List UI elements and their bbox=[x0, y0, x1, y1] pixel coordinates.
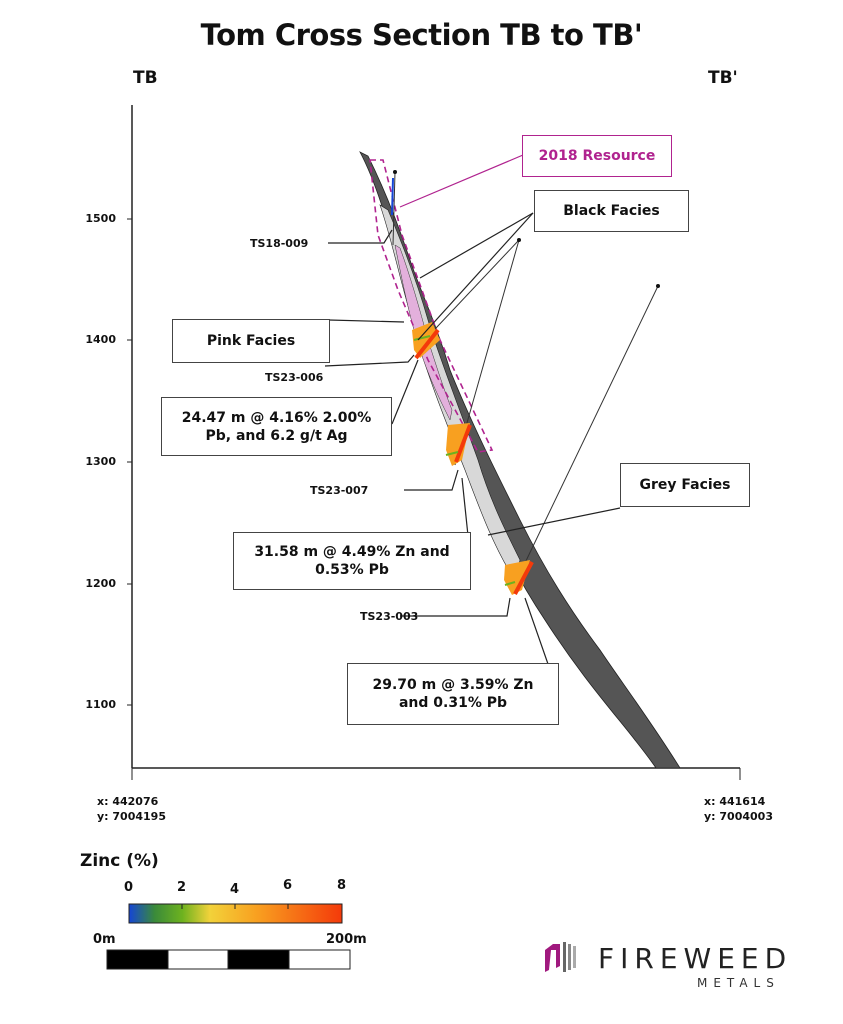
assay-intercept-ts23-006 bbox=[412, 322, 440, 360]
y-tick-1500: 1500 bbox=[85, 212, 116, 225]
legend-title: Zinc (%) bbox=[80, 851, 159, 871]
legend-tick-8: 8 bbox=[337, 878, 347, 893]
logo-subtitle: METALS bbox=[697, 976, 780, 990]
figure-title: Tom Cross Section TB to TB' bbox=[200, 18, 643, 52]
drillhole-label-ts18-009: TS18-009 bbox=[250, 237, 309, 250]
fireweed-logo-icon bbox=[545, 942, 576, 972]
drillhole-label-ts23-003: TS23-003 bbox=[360, 610, 419, 623]
legend-tick-2: 2 bbox=[177, 880, 187, 895]
legend-tick-6: 6 bbox=[283, 878, 293, 893]
assay-intercept-ts23-003 bbox=[504, 560, 534, 595]
y-tick-1300: 1300 bbox=[85, 455, 116, 468]
scale-bar bbox=[106, 949, 351, 970]
assay-intercept-ts23-007 bbox=[445, 423, 472, 466]
black-facies-label: Black Facies bbox=[534, 190, 689, 232]
y-tick-1100: 1100 bbox=[85, 698, 116, 711]
legend-tick-0: 0 bbox=[124, 880, 134, 895]
scale-end-label: 200m bbox=[326, 932, 367, 947]
y-tick-1200: 1200 bbox=[85, 577, 116, 590]
logo-wordmark: FIREWEED bbox=[598, 942, 793, 975]
y-tick-1400: 1400 bbox=[85, 333, 116, 346]
legend-tick-4: 4 bbox=[230, 882, 240, 897]
intercept-box-ts23-006: 24.47 m @ 4.16% 2.00%Pb, and 6.2 g/t Ag bbox=[161, 397, 392, 456]
grey-facies-label: Grey Facies bbox=[620, 463, 750, 507]
section-start-label: TB bbox=[133, 68, 158, 88]
y-ticks bbox=[127, 218, 132, 706]
resource-label: 2018 Resource bbox=[522, 135, 672, 177]
pink-facies-label: Pink Facies bbox=[172, 319, 330, 363]
scale-start-label: 0m bbox=[93, 932, 116, 947]
section-end-label: TB' bbox=[708, 68, 738, 88]
drillhole-label-ts23-007: TS23-007 bbox=[310, 484, 369, 497]
drillhole-label-ts23-006: TS23-006 bbox=[265, 371, 324, 384]
